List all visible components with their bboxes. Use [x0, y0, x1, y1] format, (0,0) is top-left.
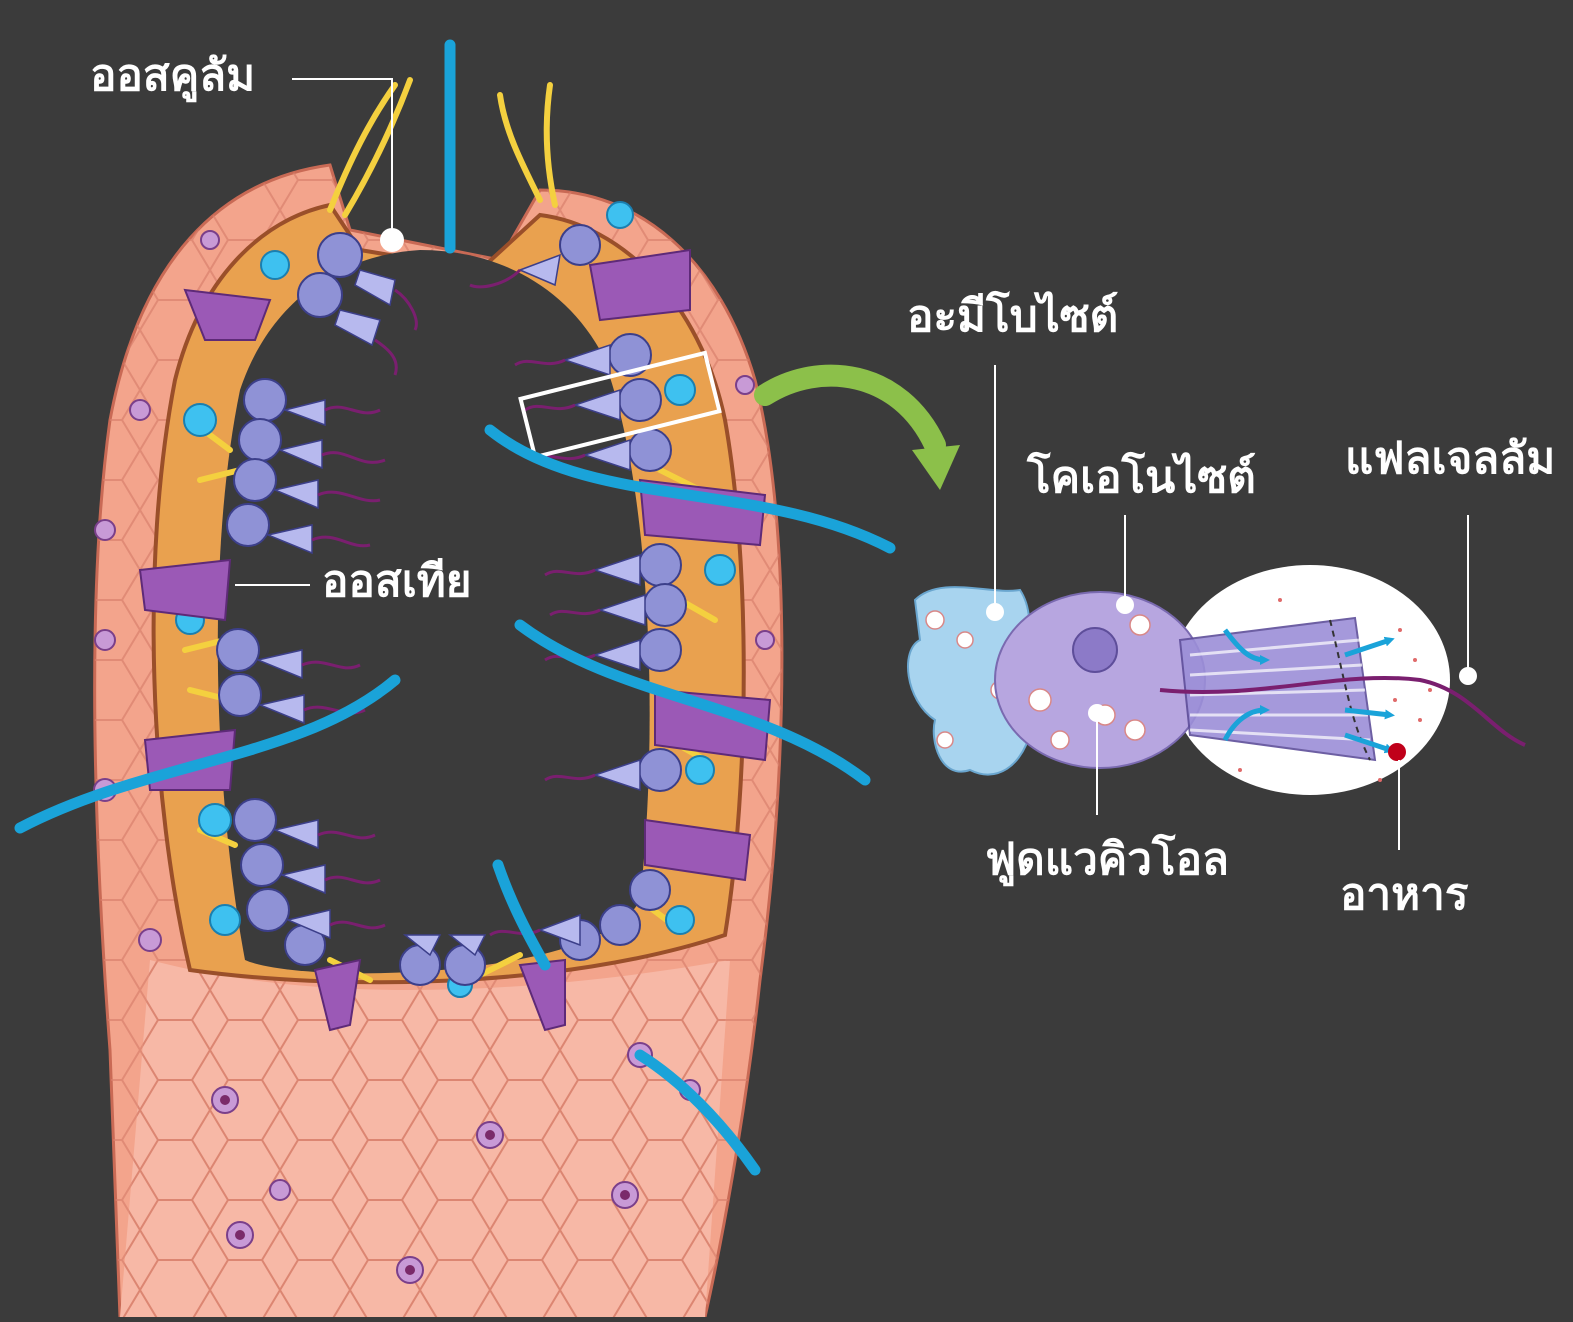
label-food-vacuole: ฟูดแวคิวโอล	[985, 838, 1229, 882]
nucleus	[1073, 628, 1117, 672]
choanocyte-body	[995, 592, 1205, 768]
choanocyte-closeup	[908, 565, 1525, 795]
label-food: อาหาร	[1340, 873, 1468, 917]
label-choanocyte: โคเอโนไซต์	[1027, 456, 1256, 500]
label-amoebocyte: อะมีโบไซต์	[907, 295, 1118, 339]
label-ostia: ออสเทีย	[322, 560, 472, 604]
label-flagellum: แฟลเจลลัม	[1345, 437, 1555, 481]
transition-arrow	[765, 376, 960, 490]
food-particle	[1388, 743, 1406, 761]
label-osculum: ออสคูลัม	[90, 54, 255, 98]
